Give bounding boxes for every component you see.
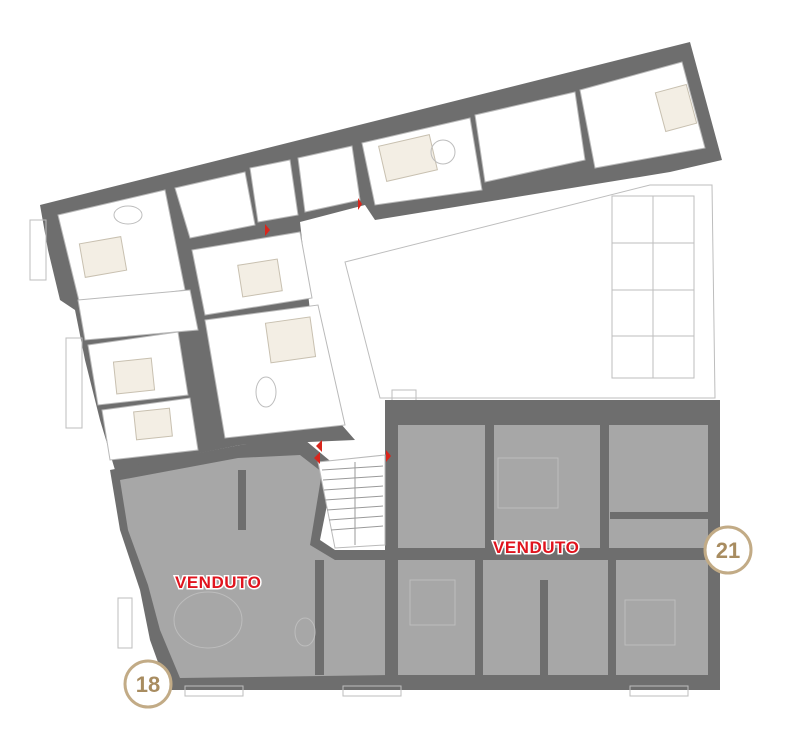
bed-w3	[133, 407, 173, 441]
room-nw-entry	[249, 159, 299, 223]
stair-south	[317, 454, 386, 549]
sold-round-room	[173, 591, 243, 649]
entrance-arrow-icon	[314, 452, 320, 464]
sold-bed-1	[409, 579, 456, 626]
partition-4	[475, 560, 483, 675]
badge-21-number: 21	[716, 538, 740, 563]
courtyard	[29, 184, 716, 429]
badge-21-ring	[703, 525, 753, 575]
balcony-south-3	[629, 685, 689, 697]
south-block	[110, 400, 720, 697]
balcony-west-1	[29, 219, 47, 281]
partition-1	[485, 425, 494, 555]
room-nw-bath	[174, 171, 256, 239]
partition-5	[540, 580, 548, 675]
entrance-arrow-icon	[358, 198, 362, 210]
badge-18-number: 18	[136, 672, 160, 697]
balcony-south-1	[184, 685, 244, 697]
room-north-kitchen	[474, 91, 586, 183]
sold-bed-2	[624, 599, 676, 646]
courtyard-outline	[344, 184, 716, 399]
unit-badge-18[interactable]: 18	[123, 659, 173, 709]
sofa-center	[264, 316, 317, 364]
entrance-markers	[265, 198, 391, 464]
bed-ne	[654, 83, 698, 133]
stair-treads	[321, 462, 384, 545]
sold-table	[294, 617, 316, 647]
unit-21-status: VENDUTO	[493, 538, 579, 557]
table-nw	[113, 205, 143, 225]
table-center	[255, 376, 277, 408]
bed-w2	[112, 357, 156, 395]
room-stair-north	[297, 145, 361, 213]
bed-w	[237, 258, 283, 298]
sold-living-rug	[497, 457, 559, 509]
partition-9	[610, 512, 708, 519]
entrance-arrow-icon	[265, 224, 270, 236]
room-w-bath	[77, 289, 199, 341]
balcony-south-west	[117, 597, 133, 649]
badge-18-ring	[123, 659, 173, 709]
partition-2	[600, 425, 609, 555]
entrance-arrow-icon	[316, 440, 322, 452]
sofa-north	[378, 134, 438, 182]
unit-18-status: VENDUTO	[175, 573, 261, 592]
partition-8	[238, 470, 246, 530]
sofa-nw	[78, 236, 128, 278]
partition-7	[315, 560, 324, 675]
partition-3	[398, 548, 708, 560]
balcony-west-2	[65, 337, 83, 429]
balcony-south-2	[342, 685, 402, 697]
north-wing	[40, 42, 722, 470]
unit-badge-21[interactable]: 21	[703, 525, 753, 575]
table-north	[430, 139, 456, 165]
entrance-arrow-icon	[386, 450, 391, 462]
partition-6	[608, 560, 616, 675]
